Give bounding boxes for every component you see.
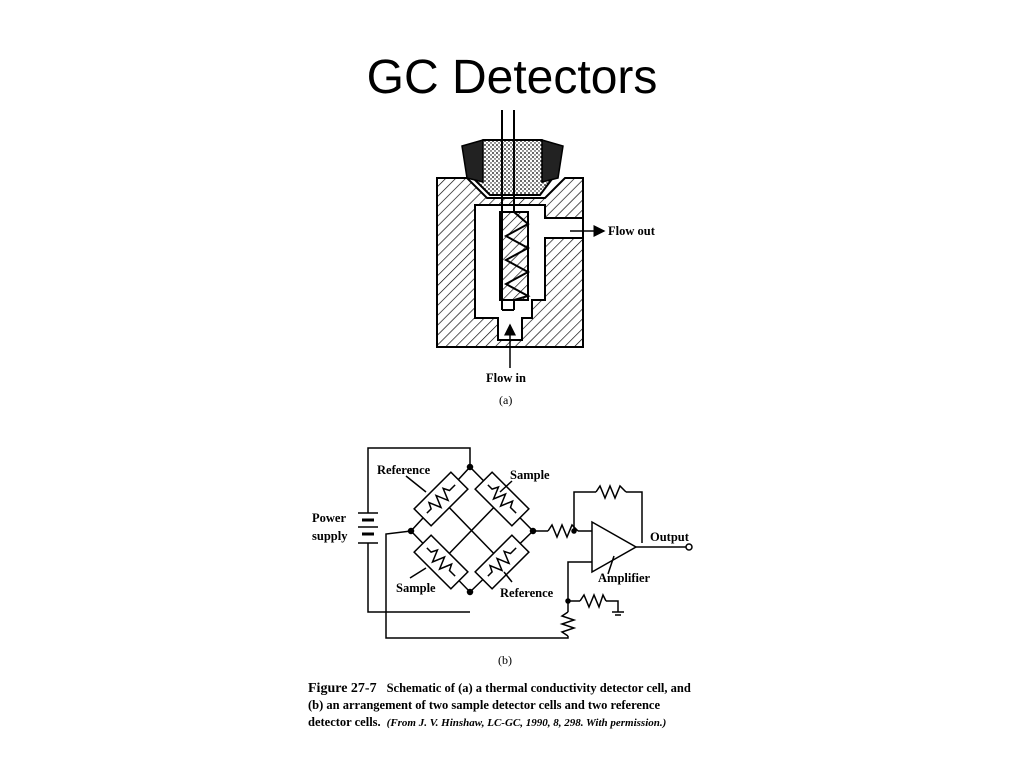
output-label: Output	[650, 530, 690, 544]
wire	[385, 530, 569, 639]
bridge-circuit	[358, 447, 693, 639]
amplifier	[591, 520, 638, 574]
sample-bottom-label: Sample	[396, 581, 436, 595]
tcd-cell: Flow out Flow in (a)	[436, 110, 656, 407]
cell-plug-cap	[461, 139, 564, 183]
wire	[367, 447, 471, 513]
ground-resistor	[559, 611, 577, 637]
bridge-labels: Power supply Reference Sample Sample Ref…	[312, 463, 690, 667]
caption-credit: (From J. V. Hinshaw, LC-GC, 1990, 8, 298…	[386, 717, 667, 729]
flow-in-label: Flow in	[486, 371, 526, 385]
power-supply-label-line1: Power	[312, 511, 346, 525]
input-resistor	[547, 523, 579, 539]
wire	[573, 491, 596, 531]
bias-resistor	[579, 593, 607, 610]
reference-bottom-label: Reference	[500, 586, 554, 600]
slide-title: GC Detectors	[366, 51, 658, 104]
filament	[503, 205, 531, 310]
wire	[567, 561, 592, 601]
caption-text: Schematic of (a) a thermal conductivity …	[308, 681, 691, 729]
output-terminal	[685, 543, 693, 551]
sample-top-label: Sample	[510, 468, 550, 482]
sample-cell-bottom	[413, 534, 469, 590]
panel-b-label: (b)	[498, 653, 512, 667]
wire	[626, 491, 643, 543]
reference-cell-bottom	[474, 534, 530, 590]
reference-cell-top	[413, 471, 469, 527]
power-supply	[358, 512, 378, 544]
sample-cell-top	[474, 471, 530, 527]
feedback-resistor	[595, 484, 627, 500]
power-supply-label-line2: supply	[312, 529, 348, 543]
wire	[606, 600, 619, 612]
flow-out-label: Flow out	[608, 224, 656, 238]
panel-a-label: (a)	[499, 393, 512, 407]
wire	[367, 543, 470, 613]
reference-top-label: Reference	[377, 463, 431, 477]
figure-number: Figure 27-7	[308, 681, 377, 696]
amplifier-label: Amplifier	[598, 571, 651, 585]
